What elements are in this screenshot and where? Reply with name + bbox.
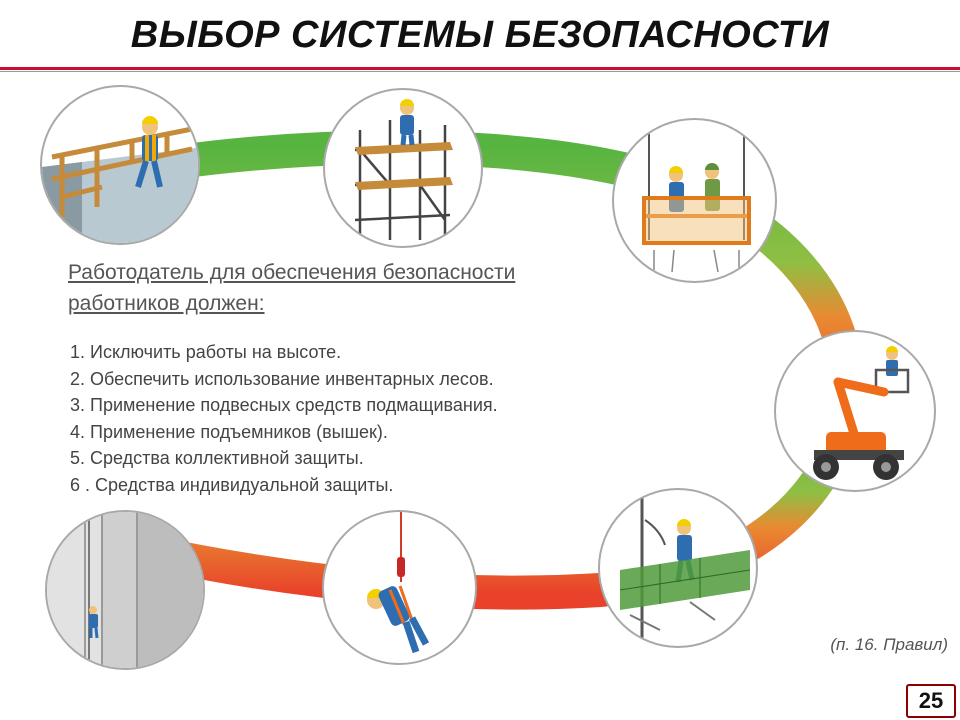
heading-line-2: работников должен: [68, 292, 265, 315]
illustration-guardrail-platform [598, 488, 758, 648]
title-divider [0, 67, 960, 70]
guardrail-net-platform-icon [619, 490, 751, 646]
list-item: 1. Исключить работы на высоте. [70, 342, 342, 362]
ring-arc-bottom [136, 415, 862, 610]
list-item: 5. Средства коллективной защиты. [70, 448, 364, 468]
source-reference: (п. 16. Правил) [830, 635, 948, 654]
illustration-fall-arrest [322, 510, 477, 665]
heading-line-1: Работодатель для обеспечения безопасност… [68, 261, 516, 284]
list-item: 3. Применение подвесных средств подмащив… [70, 395, 498, 415]
list-item: 6 . Средства индивидуальной защиты. [70, 474, 394, 495]
safety-measures-list: 1. Исключить работы на высоте. 2. Обеспе… [70, 339, 630, 498]
illustration-suspended-cradle [612, 118, 777, 283]
title-divider-thin [0, 71, 960, 72]
list-item: 4. Применение подъемников (вышек). [70, 421, 388, 442]
boom-lift-icon [813, 346, 910, 480]
fall-arrest-harness-icon [367, 512, 430, 654]
suspended-cradle-icon [642, 120, 751, 273]
employer-obligations-heading: Работодатель для обеспечения безопасност… [68, 257, 658, 319]
illustration-boom-lift [774, 330, 936, 492]
list-item: 2. Обеспечить использование инвентарных … [70, 368, 494, 389]
page-title: ВЫБОР СИСТЕМЫ БЕЗОПАСНОСТИ [130, 14, 830, 56]
rope-access-facade-icon [47, 512, 203, 668]
scaffold-worker-icon [354, 99, 453, 240]
illustration-rooftop-railing [40, 85, 200, 245]
rooftop-railing-worker-icon [42, 116, 198, 243]
page-number: 25 [906, 684, 956, 718]
illustration-rope-access [45, 510, 205, 670]
illustration-scaffolding [323, 88, 483, 248]
